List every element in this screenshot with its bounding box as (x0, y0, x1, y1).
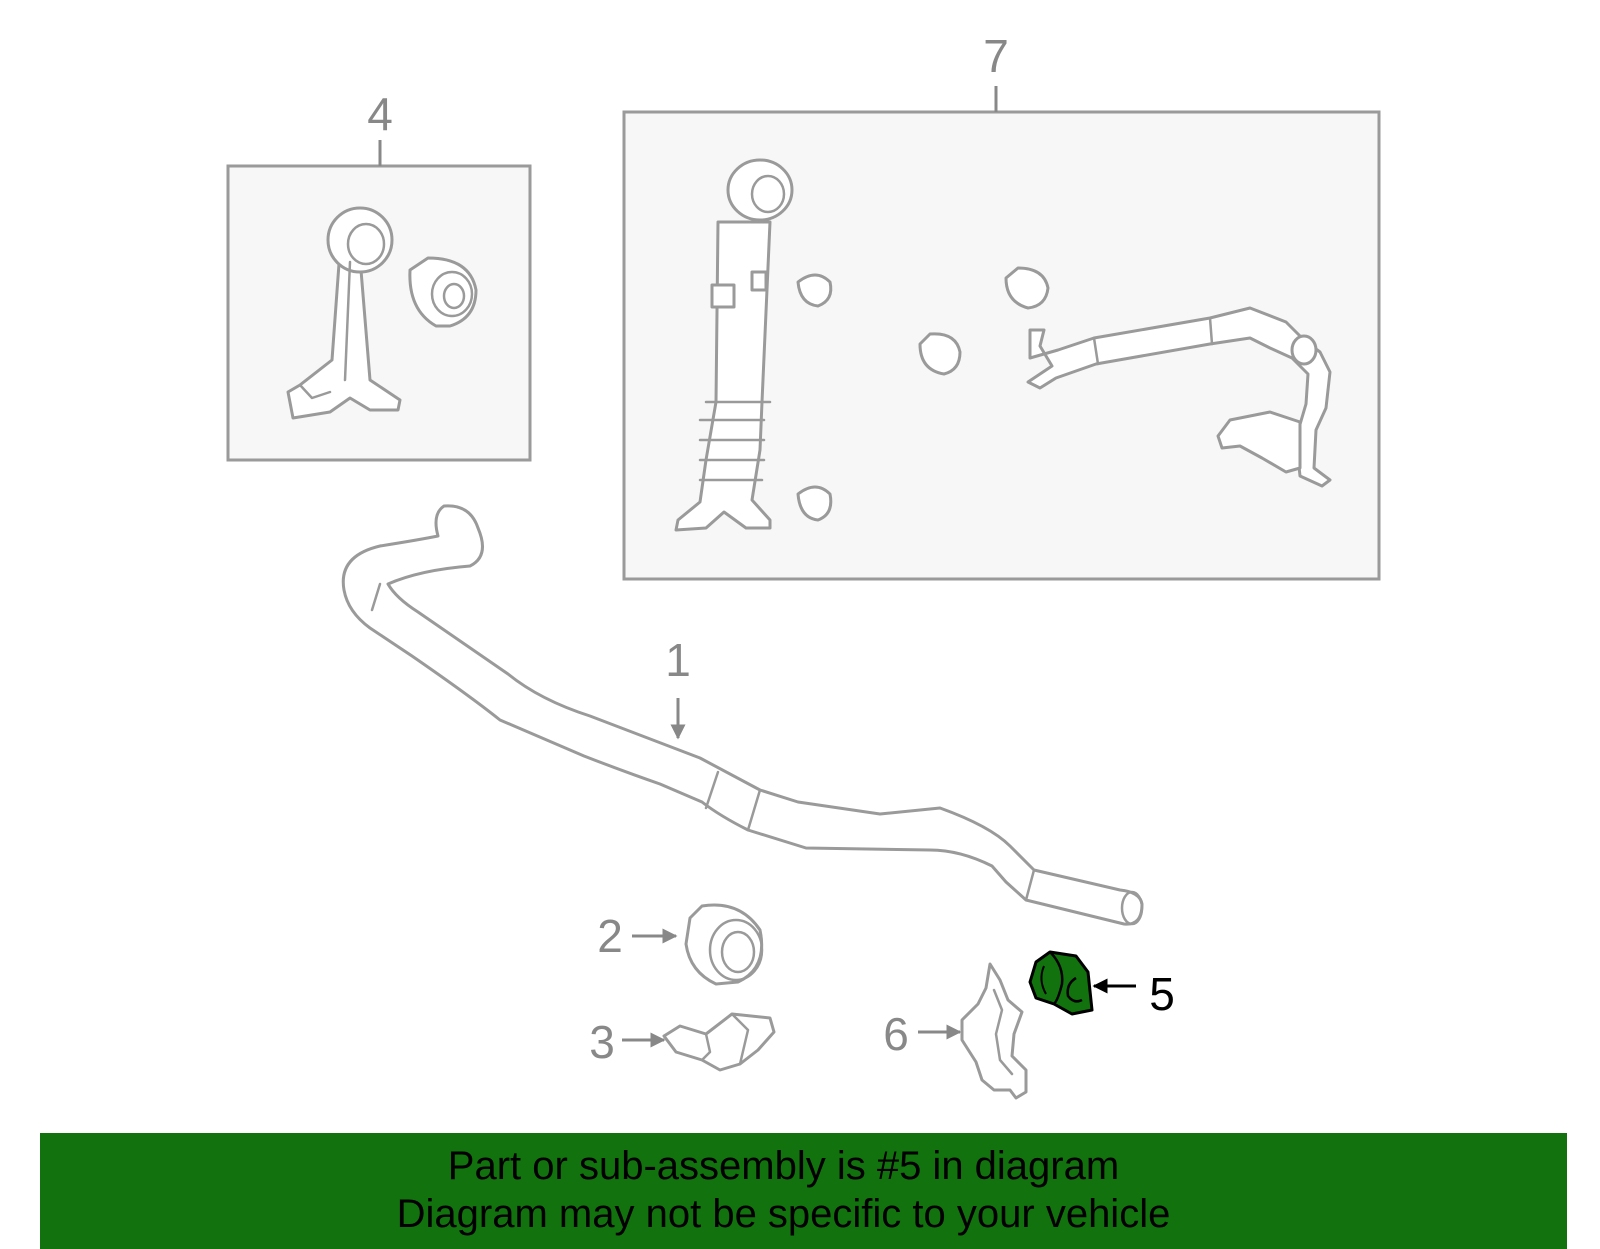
part-2-group[interactable]: 2 (597, 903, 764, 986)
part-4-group[interactable]: 4 (226, 88, 532, 462)
sensor-assembly-drawing (674, 158, 1332, 532)
callout-5[interactable]: 5 (1149, 968, 1175, 1020)
banner-line-2: Diagram may not be specific to your vehi… (396, 1192, 1171, 1236)
callout-4[interactable]: 4 (367, 88, 393, 140)
part-6-group[interactable]: 6 (883, 962, 1028, 1100)
callout-6[interactable]: 6 (883, 1008, 909, 1060)
bracket-drawing (662, 1012, 776, 1072)
stabilizer-link-drawing (286, 206, 478, 420)
banner-line-1: Part or sub-assembly is #5 in diagram (447, 1144, 1120, 1188)
callout-1[interactable]: 1 (665, 634, 691, 686)
highlighted-bushing-drawing (1028, 950, 1094, 1016)
part-4-box (226, 164, 532, 462)
bushing-drawing (684, 903, 764, 986)
info-banner: Part or sub-assembly is #5 in diagram Di… (40, 1133, 1567, 1249)
callout-7[interactable]: 7 (983, 30, 1009, 82)
stabilizer-bar-drawing (341, 504, 1144, 926)
callout-2[interactable]: 2 (597, 910, 623, 962)
callout-3[interactable]: 3 (589, 1016, 615, 1068)
part-7-group[interactable]: 7 (622, 30, 1381, 581)
part-3-group[interactable]: 3 (589, 1012, 776, 1072)
part-1-group[interactable]: 1 (341, 504, 1144, 926)
part-5-group[interactable]: 5 (1028, 950, 1175, 1020)
bracket-6-drawing (960, 962, 1028, 1100)
